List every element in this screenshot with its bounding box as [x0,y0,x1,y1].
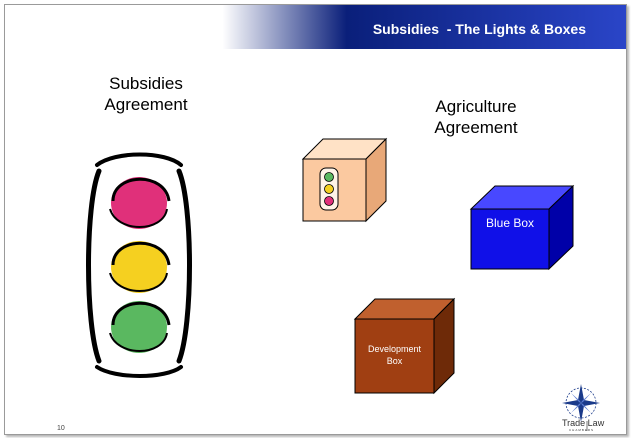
development-box-icon [353,297,456,395]
agriculture-heading-line2: Agreement [434,118,518,137]
title-bar [5,5,626,49]
development-label-line2: Box [386,356,403,366]
trade-law-logo-text: Trade Law [562,418,605,428]
development-label-line1: Development [367,344,422,354]
trade-law-logo-subtext: CHAMBERS [569,428,595,432]
blue-box-label: Blue Box [485,216,535,230]
diagram-artwork [86,137,600,431]
slide-title: Subsidies - The Lights & Boxes [372,21,586,37]
agriculture-agreement-heading: Agriculture Agreement [411,96,541,138]
compass-logo-icon [562,384,600,422]
amber-box-icon [301,137,388,223]
subsidies-heading-line2: Agreement [104,95,188,114]
amber-light [111,241,167,293]
slide: Subsidies - The Lights & Boxes Subsidies… [4,4,627,435]
development-box-label: Development Box [355,343,434,367]
subsidies-heading-line1: Subsidies [109,74,183,93]
page-number: 10 [57,425,65,432]
red-light [111,177,167,229]
subsidies-agreement-heading: Subsidies Agreement [81,73,211,115]
green-light [111,301,167,353]
blue-box-icon [469,184,575,271]
agriculture-heading-line1: Agriculture [435,97,517,116]
traffic-light-icon [86,152,192,378]
